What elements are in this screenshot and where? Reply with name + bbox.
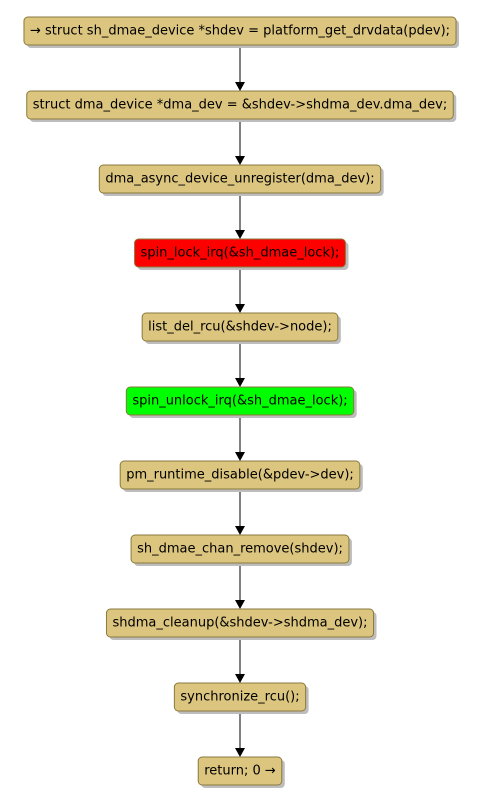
arrow-head	[235, 452, 245, 461]
node-box	[119, 460, 361, 490]
node-box	[23, 16, 457, 46]
flow-arrow-9	[235, 637, 245, 683]
node-label: shdma_cleanup(&shdev->shdma_dev);	[112, 616, 367, 631]
arrow-head	[235, 156, 245, 165]
node-label: sh_dmae_chan_remove(shdev);	[137, 542, 343, 557]
flow-node-3: dma_async_device_unregister(dma_dev);	[98, 164, 384, 196]
flow-arrow-1	[235, 45, 245, 91]
node-box	[134, 238, 346, 268]
node-box	[141, 312, 339, 342]
flow-node-6: spin_unlock_irq(&sh_dmae_lock);	[125, 386, 357, 418]
node-label: spin_lock_irq(&sh_dmae_lock);	[141, 246, 340, 261]
node-label: → struct sh_dmae_device *shdev = platfor…	[30, 24, 450, 39]
node-box	[197, 756, 283, 786]
flow-arrow-5	[235, 341, 245, 387]
node-box	[105, 608, 375, 638]
arrow-head	[235, 674, 245, 683]
flow-arrow-6	[235, 415, 245, 461]
flow-node-1: → struct sh_dmae_device *shdev = platfor…	[23, 16, 460, 48]
nodes-layer: → struct sh_dmae_device *shdev = platfor…	[23, 16, 460, 788]
flow-arrow-10	[235, 711, 245, 757]
arrow-head	[235, 230, 245, 239]
flow-node-2: struct dma_device *dma_dev = &shdev->shd…	[26, 90, 457, 122]
arrow-head	[235, 526, 245, 535]
arrow-head	[235, 82, 245, 91]
node-box	[130, 534, 350, 564]
node-label: pm_runtime_disable(&pdev->dev);	[126, 468, 354, 483]
flow-node-11: return; 0 →	[197, 756, 285, 788]
flow-arrow-2	[235, 119, 245, 165]
node-label: dma_async_device_unregister(dma_dev);	[105, 172, 374, 187]
node-box	[173, 682, 307, 712]
node-label: list_del_rcu(&shdev->node);	[148, 320, 332, 335]
arrow-head	[235, 304, 245, 313]
flow-node-8: sh_dmae_chan_remove(shdev);	[130, 534, 352, 566]
flow-arrow-4	[235, 267, 245, 313]
flow-node-10: synchronize_rcu();	[173, 682, 309, 714]
node-box	[26, 90, 454, 120]
node-label: return; 0 →	[204, 764, 276, 779]
arrow-head	[235, 600, 245, 609]
flow-arrow-3	[235, 193, 245, 239]
arrow-head	[235, 748, 245, 757]
node-box	[98, 164, 382, 194]
flow-arrow-7	[235, 489, 245, 535]
flow-node-4: spin_lock_irq(&sh_dmae_lock);	[134, 238, 349, 270]
arrow-head	[235, 378, 245, 387]
node-label: synchronize_rcu();	[180, 690, 299, 705]
node-box	[125, 386, 355, 416]
flow-node-7: pm_runtime_disable(&pdev->dev);	[119, 460, 363, 492]
flow-node-9: shdma_cleanup(&shdev->shdma_dev);	[105, 608, 377, 640]
edges-layer	[235, 45, 245, 757]
flow-node-5: list_del_rcu(&shdev->node);	[141, 312, 341, 344]
node-label: struct dma_device *dma_dev = &shdev->shd…	[33, 98, 448, 113]
node-label: spin_unlock_irq(&sh_dmae_lock);	[132, 394, 347, 409]
flow-arrow-8	[235, 563, 245, 609]
